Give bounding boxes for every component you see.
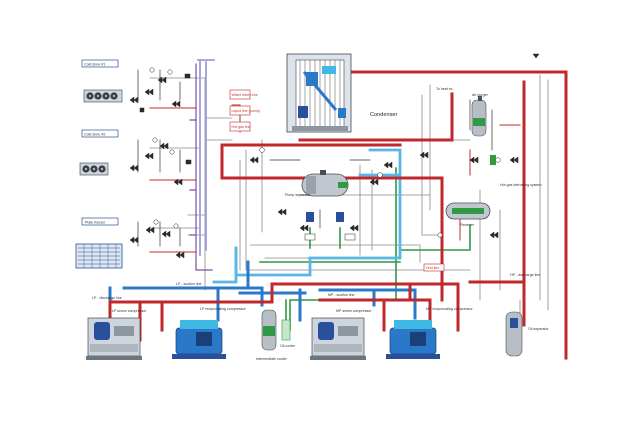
condenser-label: Condenser bbox=[370, 112, 398, 118]
lp-suction-label: LP - suction line bbox=[176, 282, 202, 286]
to-heat-exchanger-label: To heat ex. bbox=[436, 87, 454, 91]
valve-cluster-center bbox=[249, 147, 393, 241]
intermediate-cooler-label: Intermediate cooler bbox=[256, 357, 288, 361]
lp-reciprocating-label: LP reciprocating compressor bbox=[200, 307, 246, 311]
valve-cluster-2 bbox=[129, 137, 192, 186]
line-labels: LP - discharge line LP - suction line MP… bbox=[92, 273, 540, 300]
pilot-lines bbox=[149, 104, 521, 253]
mp-screw-label: MP screw compressor bbox=[336, 309, 372, 313]
control-lines bbox=[137, 69, 493, 247]
mp-suction-label: MP - suction line bbox=[328, 293, 355, 297]
compressors: LP screw compressor LP reciprocating com… bbox=[86, 307, 549, 361]
discharge-lines bbox=[108, 70, 568, 360]
pump-separator-label: Pump separator bbox=[285, 193, 311, 197]
mp-screw-compressor: MP screw compressor bbox=[310, 309, 372, 360]
lp-screw-compressor: LP screw compressor bbox=[86, 309, 147, 360]
defrost-system-label: Hot gas defrosting system bbox=[500, 183, 542, 187]
callout-water-return: Water return line bbox=[232, 93, 258, 97]
mp-reciprocating-compressor: MP reciprocating compressor bbox=[386, 307, 473, 359]
callout-boxes: Water return line Liquid line (pump) Hot… bbox=[229, 89, 445, 272]
oil-separator-label: Oil separator bbox=[528, 327, 549, 331]
oil-separator: Oil separator bbox=[505, 311, 549, 357]
receiver: Receiver bbox=[445, 202, 491, 227]
valve-cluster-3 bbox=[129, 219, 185, 259]
cold-store-2-label: Cold store #2 bbox=[84, 132, 105, 136]
water-lines bbox=[197, 59, 215, 256]
callout-liquid-line: Liquid line (pump) bbox=[232, 109, 261, 113]
receiver-label: Receiver bbox=[460, 223, 475, 227]
cold-store-2: Cold store #2 bbox=[79, 129, 119, 176]
valve-cluster-right bbox=[419, 53, 540, 239]
mp-reciprocating-label: MP reciprocating compressor bbox=[426, 307, 473, 311]
oil-cooler-label: Oil cooler bbox=[280, 344, 296, 348]
cold-stores: Cold store #1 Cold store #2 Plate freeze… bbox=[75, 59, 123, 269]
defrost-system: Hot gas defrosting system bbox=[490, 155, 542, 187]
callout-hot-gas: Hot gas line bbox=[232, 125, 251, 129]
cold-store-1-label: Cold store #1 bbox=[84, 62, 105, 66]
suction-lines-light bbox=[212, 148, 402, 284]
lp-reciprocating-compressor: LP reciprocating compressor bbox=[172, 307, 246, 359]
valve-symbols bbox=[129, 53, 540, 259]
plate-freezer: Plate freezer bbox=[75, 217, 123, 269]
pipe-network bbox=[108, 59, 568, 360]
oil-lines bbox=[189, 63, 213, 271]
air-purger-label: Air purger bbox=[472, 93, 489, 97]
condenser: Condenser bbox=[286, 53, 398, 133]
air-purger: Air purger To heat ex. bbox=[436, 87, 489, 137]
valve-cluster-1 bbox=[129, 67, 191, 113]
pump-separator: Pump separator bbox=[285, 170, 349, 222]
plate-freezer-label: Plate freezer bbox=[85, 220, 106, 224]
callout-vent-line: Vent line bbox=[426, 266, 440, 270]
cold-store-1: Cold store #1 bbox=[81, 59, 123, 103]
intermediate-cooler: Intermediate cooler Oil cooler bbox=[256, 309, 296, 361]
lp-discharge-label: LP - discharge line bbox=[92, 296, 122, 300]
hp-discharge-label: HP - discharge line bbox=[510, 273, 540, 277]
lp-screw-label: LP screw compressor bbox=[112, 309, 147, 313]
